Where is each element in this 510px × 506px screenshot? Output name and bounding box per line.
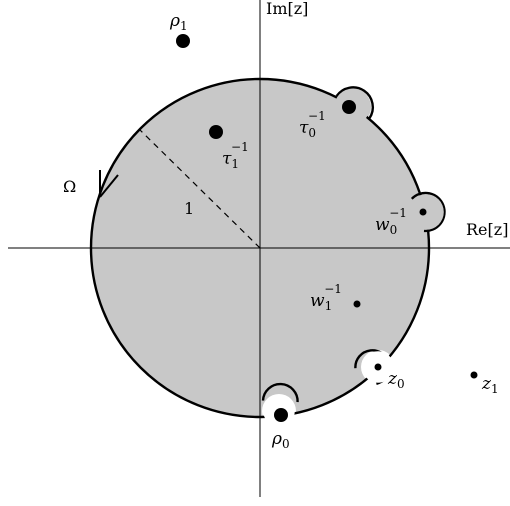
point-z1 — [470, 371, 478, 379]
label-w1-inv: w1−1 — [310, 282, 342, 313]
radius-label: 1 — [184, 199, 194, 218]
imag-axis-label: Im[z] — [266, 0, 308, 18]
point-rho0 — [274, 408, 288, 422]
label-rho1: ρ1 — [169, 11, 188, 33]
direction-arrow — [99, 170, 119, 198]
label-tau1-inv: τ1−1 — [222, 140, 249, 171]
label-z1: z1 — [481, 374, 499, 396]
contour-label: Ω — [63, 177, 76, 196]
label-w0-inv: w0−1 — [375, 206, 407, 237]
point-tau1-inv — [209, 125, 223, 139]
label-rho0: ρ0 — [271, 429, 290, 451]
label-z0: z0 — [387, 369, 405, 391]
point-w1-inv — [353, 300, 361, 308]
label-tau0-inv: τ0−1 — [299, 109, 326, 140]
point-w0-inv — [419, 208, 427, 216]
point-rho1 — [176, 34, 190, 48]
points — [176, 34, 478, 422]
point-tau0-inv — [342, 100, 356, 114]
real-axis-label: Re[z] — [466, 220, 508, 239]
point-z0 — [374, 363, 382, 371]
